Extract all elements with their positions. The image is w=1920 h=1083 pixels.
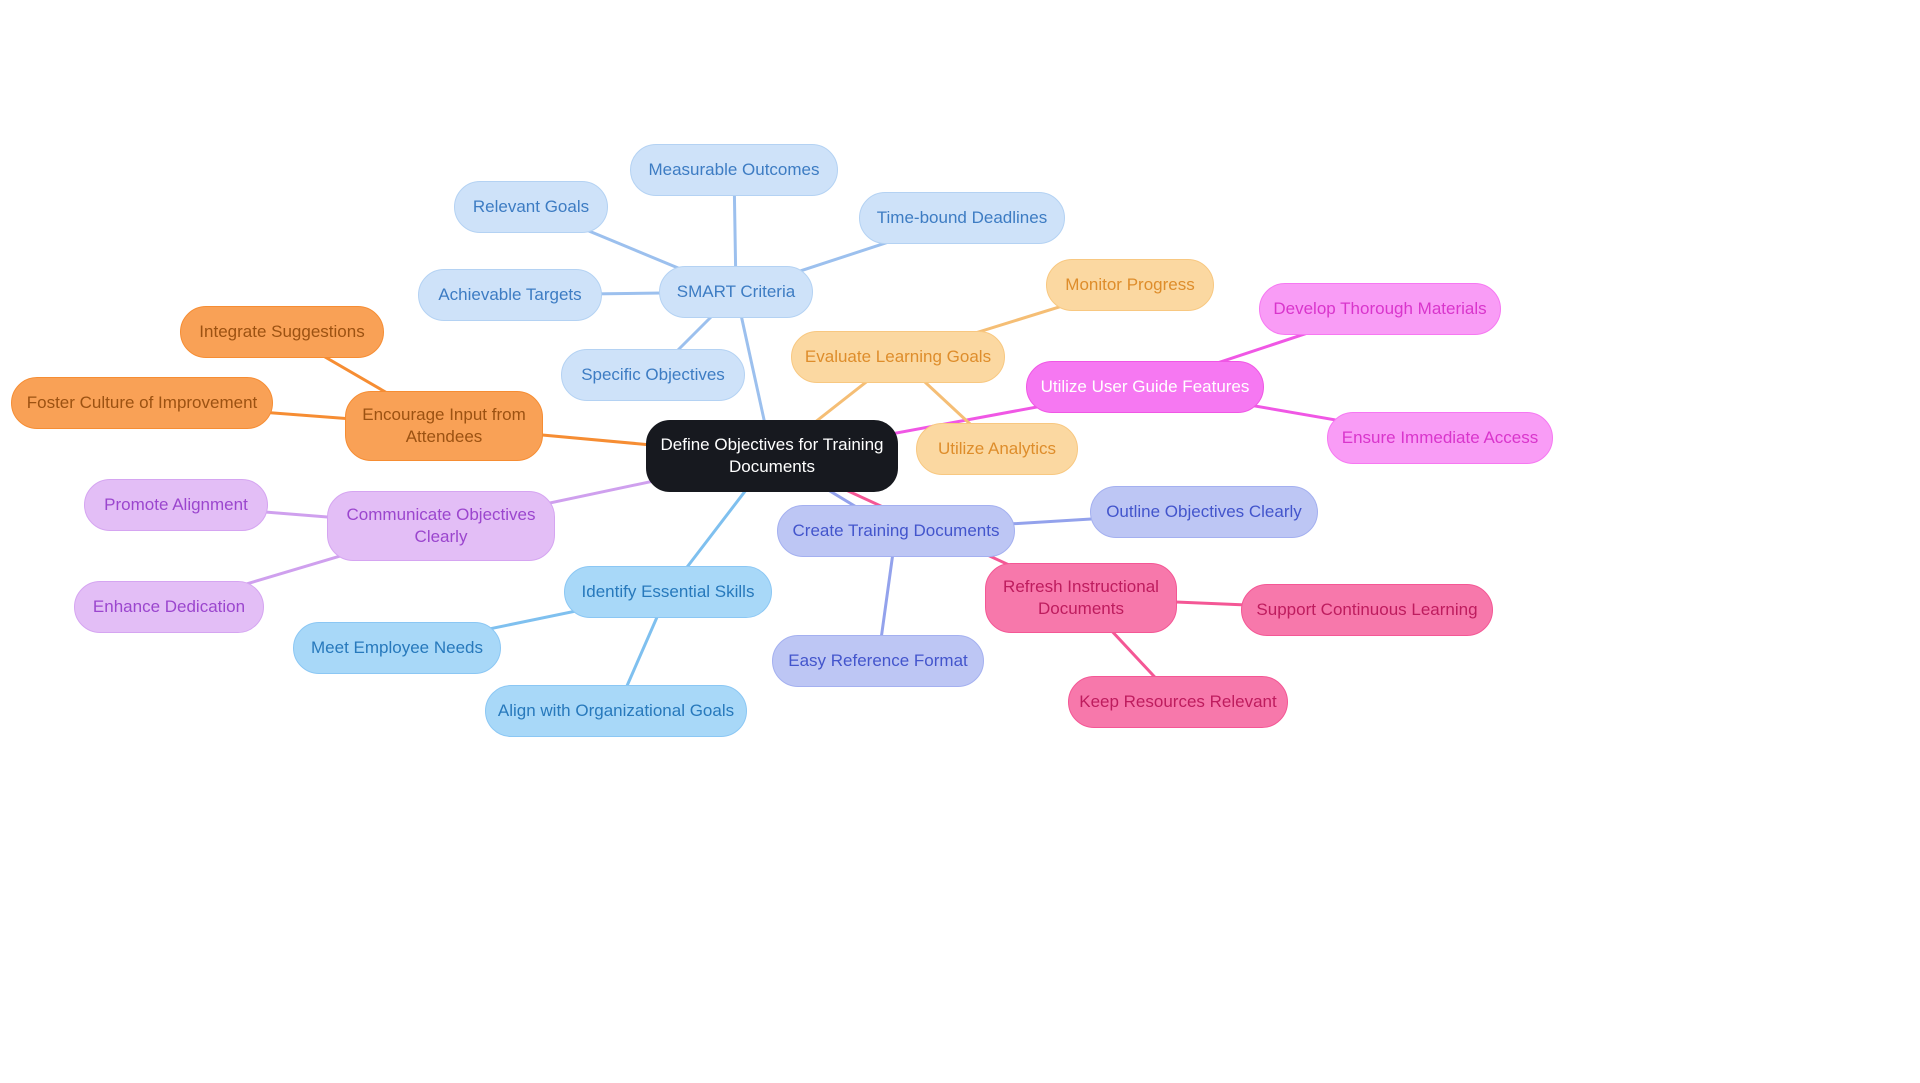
node-label: Time-bound Deadlines	[876, 207, 1048, 227]
node-smart[interactable]: SMART Criteria	[659, 266, 813, 318]
node-evaluate[interactable]: Evaluate Learning Goals	[791, 331, 1005, 383]
node-userguide[interactable]: Utilize User Guide Features	[1026, 361, 1264, 413]
node-identify[interactable]: Identify Essential Skills	[564, 566, 772, 618]
node-create[interactable]: Create Training Documents	[777, 505, 1015, 557]
node-label: Specific Objectives	[581, 364, 725, 384]
node-foster[interactable]: Foster Culture of Improvement	[11, 377, 273, 429]
node-promote[interactable]: Promote Alignment	[84, 479, 268, 531]
node-label: Encourage Input from Attendees	[362, 404, 526, 446]
node-specific[interactable]: Specific Objectives	[561, 349, 745, 401]
node-label: Relevant Goals	[472, 196, 590, 216]
node-label: Outline Objectives Clearly	[1106, 501, 1302, 521]
node-label: Refresh Instructional Documents	[1003, 576, 1159, 618]
node-label: Monitor Progress	[1065, 274, 1195, 294]
node-label: Communicate Objectives Clearly	[346, 504, 536, 546]
node-align[interactable]: Align with Organizational Goals	[485, 685, 747, 737]
node-label: Achievable Targets	[438, 284, 582, 304]
node-analytics[interactable]: Utilize Analytics	[916, 423, 1078, 475]
node-label: Create Training Documents	[792, 520, 1000, 540]
node-enhance[interactable]: Enhance Dedication	[74, 581, 264, 633]
node-label: Define Objectives for Training Documents	[660, 434, 884, 476]
node-label: Ensure Immediate Access	[1341, 427, 1539, 447]
node-center[interactable]: Define Objectives for Training Documents	[646, 420, 898, 492]
node-label: SMART Criteria	[676, 281, 796, 301]
node-encourage[interactable]: Encourage Input from Attendees	[345, 391, 543, 461]
node-label: Measurable Outcomes	[648, 159, 820, 179]
node-achievable[interactable]: Achievable Targets	[418, 269, 602, 321]
node-label: Support Continuous Learning	[1256, 599, 1478, 619]
node-label: Utilize User Guide Features	[1040, 376, 1250, 396]
node-keep[interactable]: Keep Resources Relevant	[1068, 676, 1288, 728]
node-meet[interactable]: Meet Employee Needs	[293, 622, 501, 674]
node-label: Easy Reference Format	[788, 650, 968, 670]
node-support[interactable]: Support Continuous Learning	[1241, 584, 1493, 636]
node-label: Align with Organizational Goals	[497, 700, 735, 720]
node-label: Promote Alignment	[104, 494, 248, 514]
node-monitor[interactable]: Monitor Progress	[1046, 259, 1214, 311]
node-label: Develop Thorough Materials	[1273, 298, 1487, 318]
node-label: Keep Resources Relevant	[1079, 691, 1277, 711]
node-easyref[interactable]: Easy Reference Format	[772, 635, 984, 687]
node-communicate[interactable]: Communicate Objectives Clearly	[327, 491, 555, 561]
node-timebound[interactable]: Time-bound Deadlines	[859, 192, 1065, 244]
node-develop[interactable]: Develop Thorough Materials	[1259, 283, 1501, 335]
node-label: Meet Employee Needs	[311, 637, 483, 657]
node-label: Foster Culture of Improvement	[26, 392, 258, 412]
node-refresh[interactable]: Refresh Instructional Documents	[985, 563, 1177, 633]
node-label: Integrate Suggestions	[199, 321, 365, 341]
node-label: Utilize Analytics	[937, 438, 1057, 458]
node-integrate[interactable]: Integrate Suggestions	[180, 306, 384, 358]
node-ensure[interactable]: Ensure Immediate Access	[1327, 412, 1553, 464]
node-label: Identify Essential Skills	[581, 581, 755, 601]
node-outline[interactable]: Outline Objectives Clearly	[1090, 486, 1318, 538]
node-relevant[interactable]: Relevant Goals	[454, 181, 608, 233]
node-label: Evaluate Learning Goals	[804, 346, 992, 366]
node-label: Enhance Dedication	[92, 596, 246, 616]
node-measurable[interactable]: Measurable Outcomes	[630, 144, 838, 196]
